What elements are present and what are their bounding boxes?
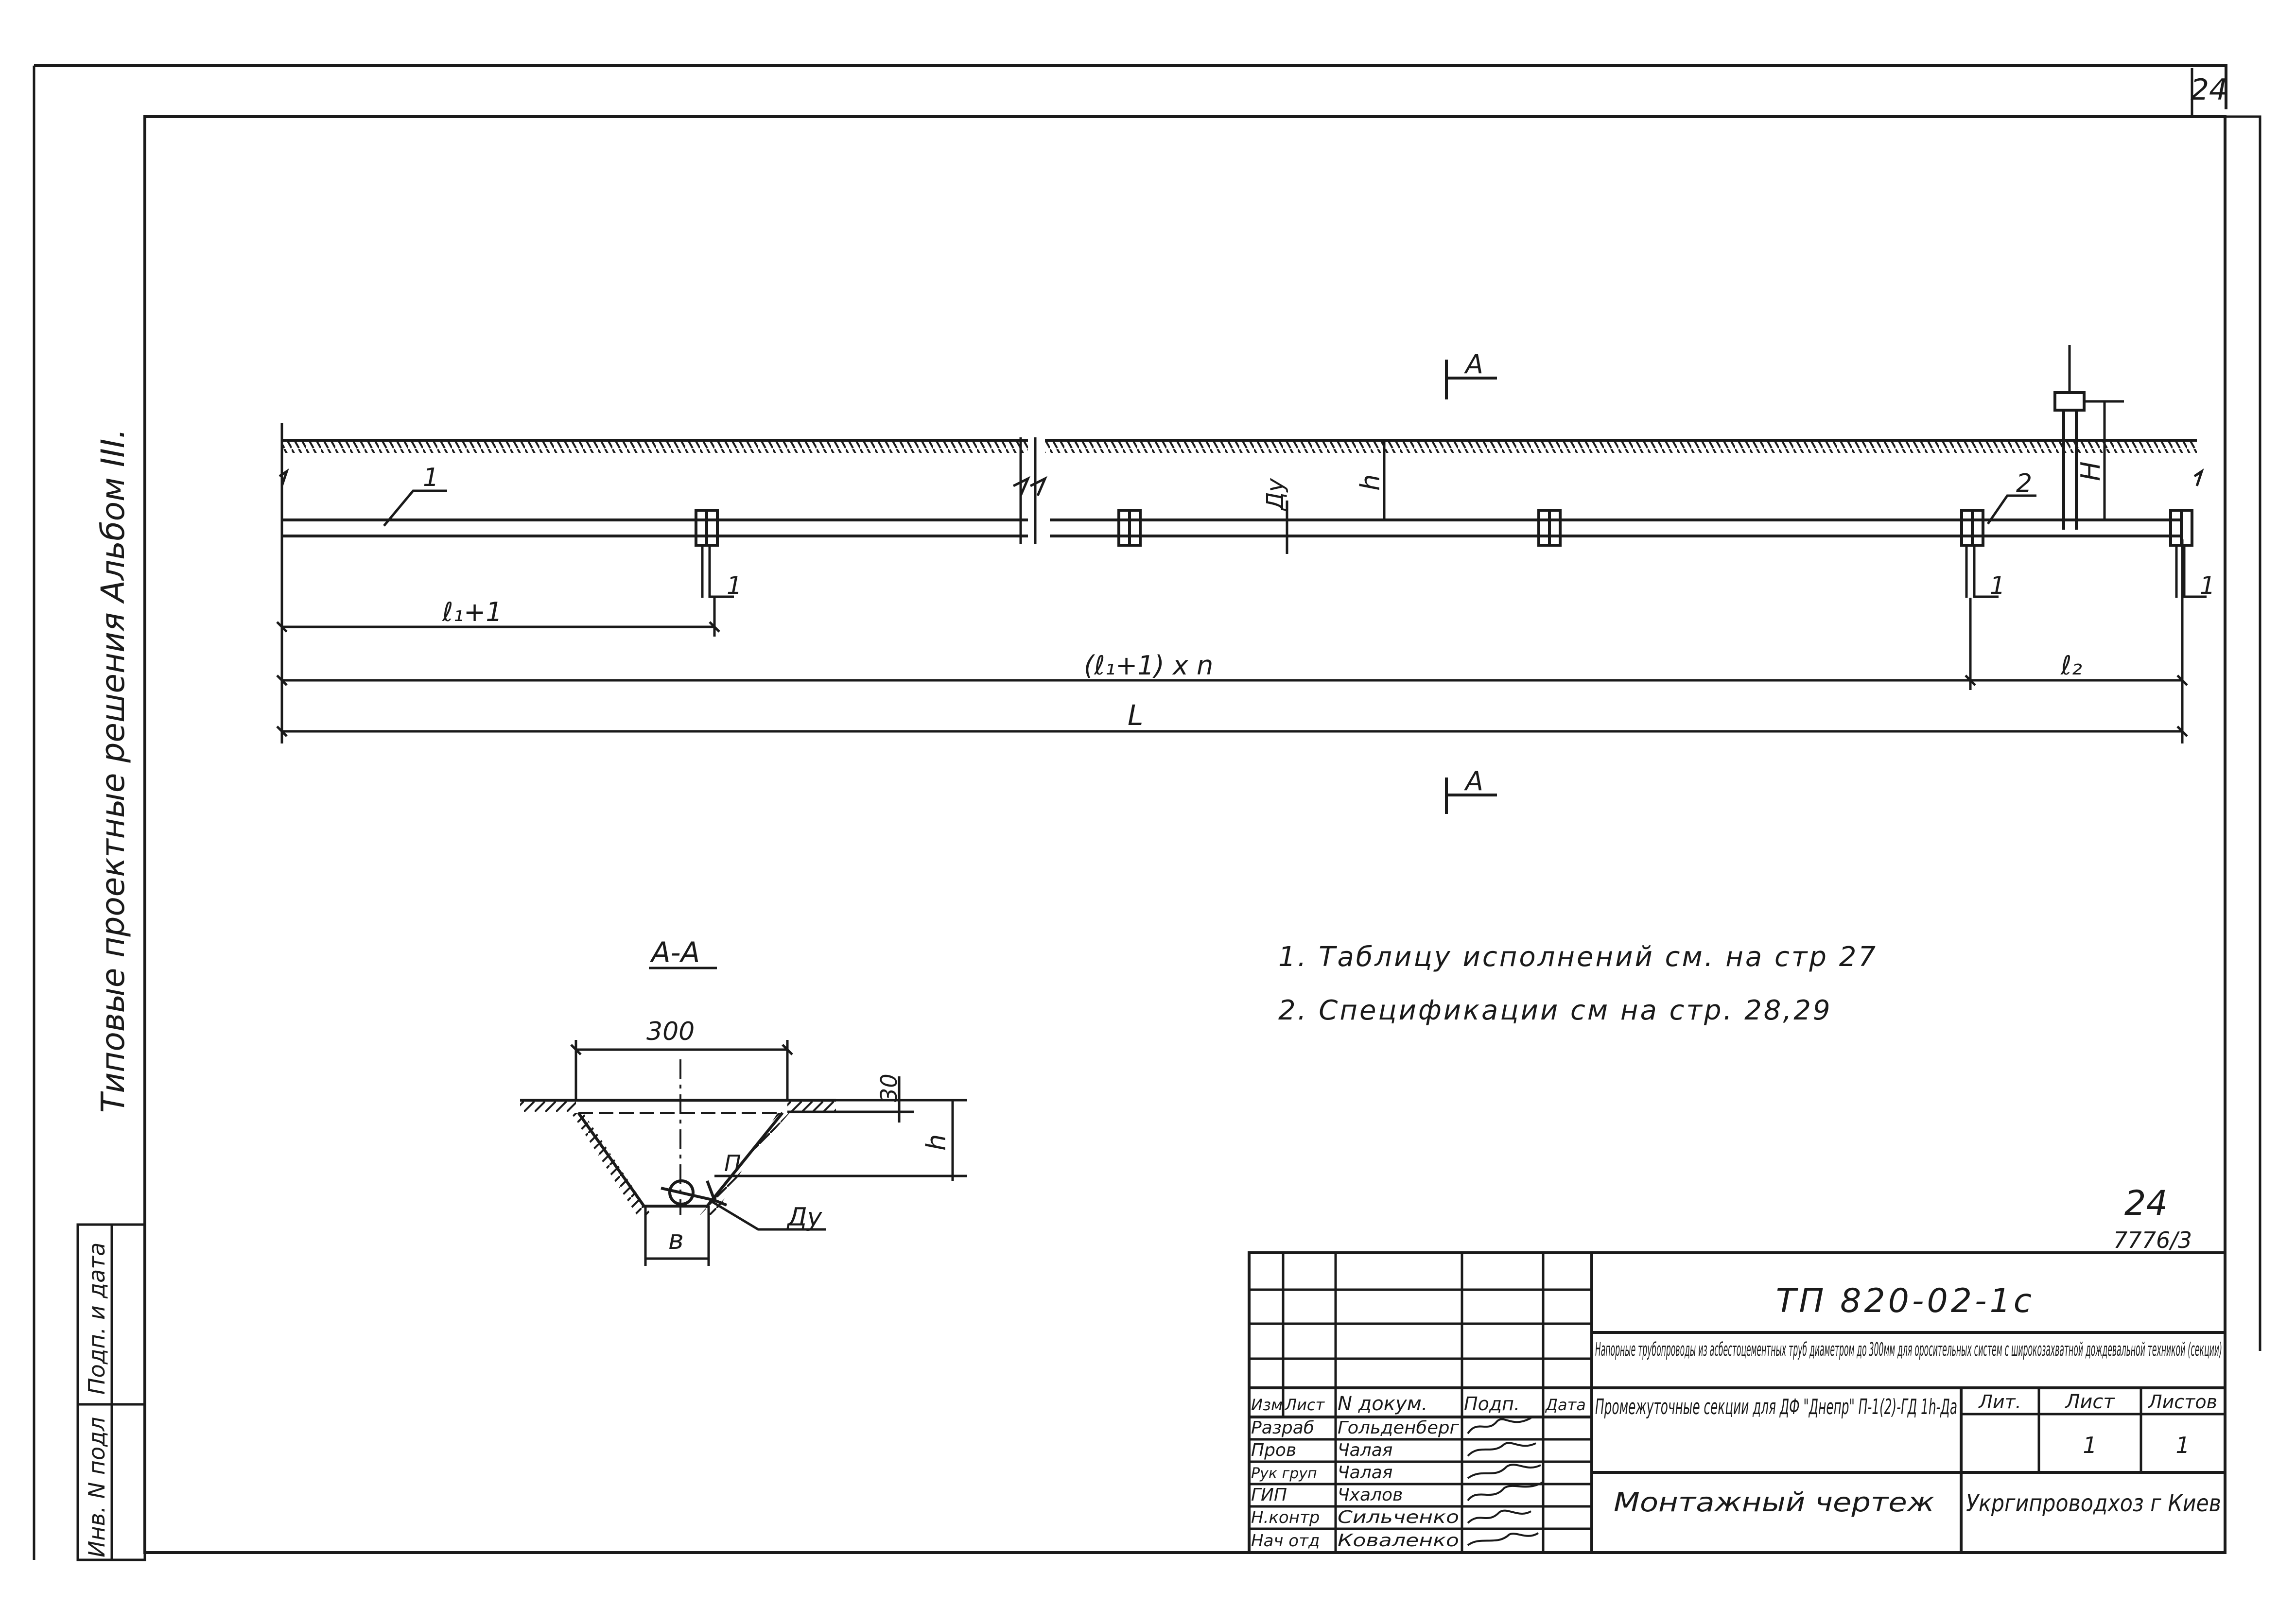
ground-surface: [282, 439, 2197, 453]
signer-role-1: Разраб: [1251, 1418, 1314, 1438]
support-label-2: 1: [1990, 571, 2005, 600]
sheet-page-number: 24: [2124, 1183, 2168, 1223]
pipe-position-label: 1: [423, 463, 439, 492]
stage-value-sheet: 1: [2083, 1432, 2097, 1458]
plan-vertical-dims: [1286, 401, 2106, 554]
note-2: 2. Спецификации см на стр. 28,29: [1278, 995, 1832, 1026]
section-h: h: [921, 1134, 952, 1151]
section-pos: П: [724, 1150, 741, 1176]
section-dims: [570, 1040, 967, 1266]
margin-table: [76, 1223, 146, 1561]
signer-name-4: Чхалов: [1338, 1485, 1403, 1505]
title-block-grid: [1248, 1251, 2226, 1554]
plan-leaders: [383, 489, 2036, 527]
trench-section: [520, 1059, 836, 1215]
stage-value-sheets: 1: [2175, 1432, 2190, 1458]
signatures: [1467, 1417, 1544, 1546]
support-label-1: 1: [727, 571, 742, 600]
signer-name-3: Чалая: [1338, 1463, 1392, 1483]
section-marks: [1445, 360, 1497, 814]
section-title: A-A: [649, 936, 700, 969]
project-title: Напорные трубопроводы из асбестоцементны…: [1595, 1339, 2222, 1360]
sheet-frame: [33, 64, 2261, 1560]
col-doc: N докум.: [1338, 1393, 1428, 1415]
section-mark-top: A: [1464, 349, 1483, 380]
sheet-type: Монтажный чертеж: [1614, 1487, 1934, 1518]
corner-sheet-number: 24: [2191, 73, 2227, 107]
drawing-code: ТП 820-02-1с: [1776, 1282, 2035, 1320]
support-label-3: 1: [2200, 571, 2215, 600]
hydrant-position-label: 2: [2016, 469, 2032, 498]
plan-dimension-lines: [276, 423, 2188, 743]
col-list: Лист: [1285, 1396, 1325, 1414]
pipe-joints: [695, 509, 2193, 547]
dim-series: (ℓ₁+1) x n: [1084, 650, 1213, 681]
signer-name-5: Сильченко: [1338, 1507, 1459, 1527]
dim-l2: ℓ₂: [2060, 650, 2082, 681]
section-width: 300: [646, 1017, 695, 1046]
margin-inv-number: Инв. N подл: [84, 1417, 110, 1557]
margin-sign-date: Подп. и дата: [84, 1243, 110, 1395]
col-izm: Изм: [1251, 1396, 1283, 1414]
sheet-order-number: 7776/3: [2113, 1227, 2192, 1253]
dim-l1-plus-1: ℓ₁+1: [442, 597, 503, 627]
signer-role-6: Нач отд: [1251, 1531, 1320, 1551]
section-b: в: [668, 1225, 684, 1255]
signer-role-3: Рук груп: [1251, 1465, 1317, 1482]
plan-H-label: H: [2075, 461, 2106, 481]
left-margin-title: Типовые проектные решения Альбом III.: [94, 429, 132, 1113]
hydrant-riser: [2053, 345, 2124, 530]
signer-role-4: ГИП: [1251, 1485, 1287, 1505]
support-posts: [701, 545, 2207, 598]
pipeline: [278, 437, 2204, 544]
section-du: Ду: [786, 1203, 823, 1232]
signer-name-2: Чалая: [1338, 1440, 1392, 1460]
drawing-name: Промежуточные секции для ДФ "Днепр" П-1(…: [1595, 1395, 1957, 1419]
col-date: Дата: [1545, 1396, 1586, 1414]
stage-header-lit: Лит.: [1978, 1391, 2021, 1413]
signer-role-2: Пров: [1251, 1440, 1296, 1460]
organization: Укргипроводхоз г Киев: [1966, 1490, 2221, 1517]
signer-role-5: Н.контр: [1251, 1508, 1320, 1527]
dim-L: L: [1128, 699, 1143, 732]
plan-du-label: Ду: [1262, 478, 1289, 512]
section-mark-bottom: A: [1464, 766, 1483, 796]
signer-name-1: Гольденберг: [1338, 1418, 1460, 1438]
note-1: 1. Таблицу исполнений см. на стр 27: [1278, 941, 1878, 973]
section-depth: 30: [876, 1073, 902, 1102]
plan-h-label: h: [1355, 474, 1386, 491]
signer-name-6: Коваленко: [1338, 1531, 1459, 1551]
stage-header-sheets: Листов: [2147, 1391, 2217, 1413]
stage-header-sheet: Лист: [2064, 1391, 2115, 1413]
col-sign: Подп.: [1464, 1393, 1520, 1415]
